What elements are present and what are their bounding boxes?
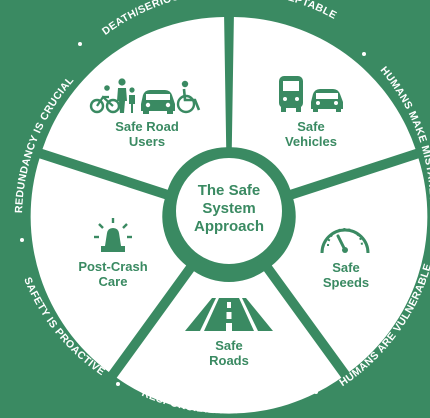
wheelchair-icon <box>176 80 201 114</box>
road-icon <box>185 298 273 331</box>
segment-speeds-line-1: Safe <box>332 260 359 275</box>
segment-users-line-2: Users <box>129 134 165 149</box>
segment-roads-line-2: Roads <box>209 353 249 368</box>
ring-dot <box>314 390 318 394</box>
pedestrian-icon <box>117 78 135 113</box>
bus-icon <box>279 76 303 112</box>
hub-line-3: Approach <box>194 218 264 235</box>
segment-vehicles-line-2: Vehicles <box>285 134 337 149</box>
ring-dot <box>116 382 120 386</box>
road-users-icons <box>89 78 201 114</box>
ring-dot <box>78 42 82 46</box>
hub-circle <box>170 152 288 270</box>
speedometer-icon <box>320 228 370 254</box>
segment-care-line-2: Care <box>99 274 128 289</box>
vehicles-icons <box>279 76 343 112</box>
segment-users-line-1: Safe Road <box>115 119 179 134</box>
car-icon <box>141 90 175 114</box>
segment-speeds-line-2: Speeds <box>323 275 369 290</box>
segment-vehicles-line-1: Safe <box>297 119 324 134</box>
ring-dots <box>20 42 366 394</box>
segment-care-line-1: Post-Crash <box>78 259 147 274</box>
ring-dot <box>20 238 24 242</box>
ring-dot <box>362 52 366 56</box>
cyclist-icon <box>89 85 121 114</box>
segment-speeds <box>271 158 428 372</box>
segment-roads-line-1: Safe <box>215 338 242 353</box>
hub-line-2: System <box>202 200 255 217</box>
hub-line-1: The Safe <box>198 182 261 199</box>
segment-roads <box>116 271 342 414</box>
car-icon <box>311 89 343 112</box>
segment-care <box>30 158 187 372</box>
siren-icon <box>94 218 132 252</box>
